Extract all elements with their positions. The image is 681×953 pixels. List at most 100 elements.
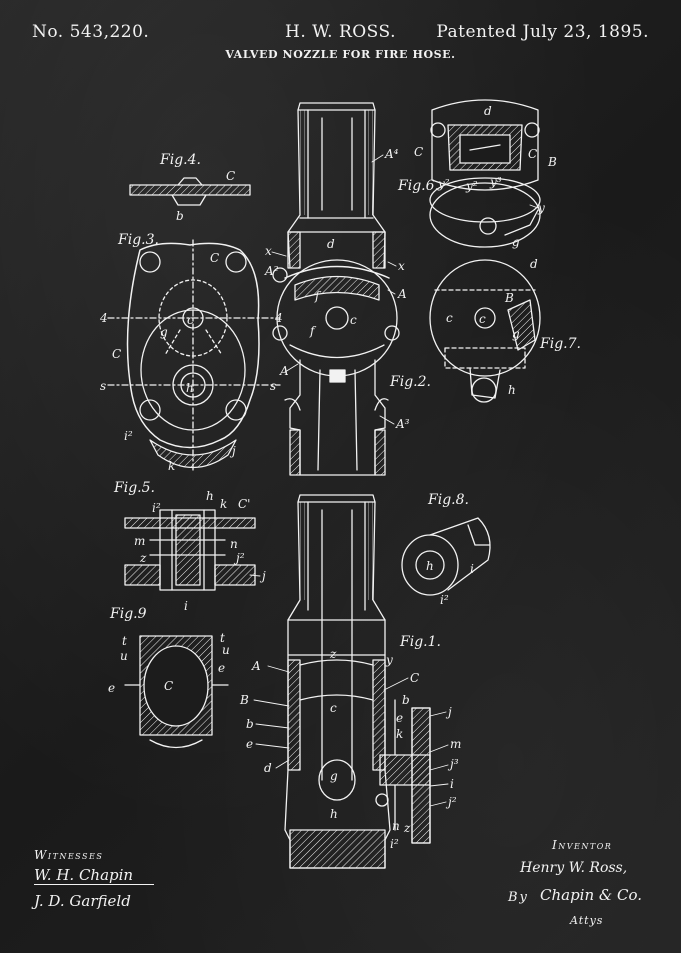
figure-7-drawing — [429, 259, 541, 403]
label-j: j — [229, 444, 236, 458]
label-t: t — [220, 631, 225, 645]
label-d: d — [264, 761, 272, 775]
label-b: b — [402, 693, 410, 707]
label-c: c — [330, 701, 337, 715]
label-i: i — [470, 562, 474, 576]
label-e: e — [108, 681, 115, 695]
label-g: g — [160, 325, 168, 339]
label-c: c — [350, 313, 357, 327]
witnesses-heading: Witnesses — [34, 848, 104, 862]
label-a4: A⁴ — [384, 147, 399, 161]
label-d: d — [530, 257, 538, 271]
label-z: z — [329, 647, 337, 661]
figure-2-drawing — [272, 102, 400, 476]
label-i2: i² — [390, 837, 399, 851]
label-t: t — [122, 634, 127, 648]
label-b: b — [176, 209, 184, 223]
label-g: g — [512, 327, 520, 341]
figure-8-drawing — [401, 517, 491, 596]
label-z: z — [403, 821, 411, 835]
label-a: A — [251, 659, 261, 673]
label-y2: y² — [465, 179, 478, 193]
label-a: A — [279, 364, 289, 378]
label-h: h — [330, 807, 338, 821]
label-b: B — [239, 693, 249, 707]
label-d: d — [327, 237, 335, 251]
label-j: j — [259, 569, 266, 583]
label-e: e — [396, 711, 403, 725]
label-b: B — [504, 291, 514, 305]
label-j2: j² — [445, 795, 457, 809]
label-a3: A³ — [395, 417, 410, 431]
label-j: j — [445, 705, 452, 719]
label-h: h — [206, 489, 214, 503]
by-label: By — [508, 890, 529, 905]
signature-line — [34, 884, 154, 885]
label-y2: y² — [437, 177, 450, 191]
label-g: g — [330, 769, 338, 783]
witness-signature-2: J. D. Garfield — [34, 892, 131, 910]
label-a: A — [397, 287, 407, 301]
label-i: i — [450, 777, 454, 791]
label-c: C — [210, 251, 219, 265]
label-c: C — [410, 671, 419, 685]
label-s: s — [100, 379, 106, 393]
label-i: i — [184, 599, 188, 613]
fig7-caption: Fig.7. — [539, 336, 581, 352]
fig1-caption: Fig.1. — [399, 634, 441, 650]
inventor-signature: Henry W. Ross, — [520, 860, 628, 876]
label-x: x — [398, 259, 405, 273]
figure-1-drawing — [284, 494, 431, 869]
label-c: C — [164, 679, 173, 693]
patent-title: VALVED NOZZLE FOR FIRE HOSE. — [225, 48, 456, 61]
label-m: m — [134, 534, 145, 548]
label-e: e — [218, 661, 225, 675]
label-f: f — [314, 289, 322, 303]
label-e: e — [246, 737, 253, 751]
label-g: g — [512, 235, 520, 249]
label-u: u — [120, 649, 128, 663]
label-k: k — [396, 727, 403, 741]
label-c: C — [414, 145, 423, 159]
label-c: C — [528, 147, 537, 161]
label-s: s — [270, 379, 276, 393]
label-c: c — [187, 313, 194, 327]
label-b: B — [547, 155, 557, 169]
label-c-prime: C' — [238, 497, 250, 511]
fig3-caption: Fig.3. — [117, 232, 159, 248]
label-n: n — [230, 537, 238, 551]
fig8-caption: Fig.8. — [427, 492, 469, 508]
label-4: 4 — [274, 311, 283, 325]
label-b: b — [246, 717, 254, 731]
attys-label: Attys — [570, 914, 604, 927]
figure-6-drawing — [429, 99, 541, 248]
label-y: y — [385, 653, 393, 667]
fig4-caption: Fig.4. — [159, 152, 201, 168]
label-i2: i² — [440, 593, 449, 607]
figure-5-drawing — [124, 509, 256, 591]
label-k: k — [220, 497, 227, 511]
label-y3: y³ — [489, 175, 502, 189]
label-i2: i² — [124, 429, 133, 443]
fig2-caption: Fig.2. — [389, 374, 431, 390]
inventor-heading: Inventor — [552, 838, 613, 852]
label-h: h — [508, 383, 516, 397]
fig6-caption: Fig.6. — [397, 178, 439, 194]
label-j3: j³ — [447, 757, 459, 771]
patent-date: Patented July 23, 1895. — [436, 22, 649, 42]
leader-lines — [249, 154, 539, 807]
label-c: c — [479, 312, 486, 326]
label-c: C — [226, 169, 235, 183]
label-4: 4 — [99, 311, 108, 325]
label-j2: j² — [233, 551, 245, 565]
inventor-name: H. W. ROSS. — [285, 22, 396, 42]
label-f: f — [309, 324, 317, 338]
fig5-caption: Fig.5. — [113, 480, 155, 496]
label-a2: A² — [264, 264, 279, 278]
label-n: n — [392, 819, 400, 833]
label-c: c — [446, 311, 453, 325]
label-u: u — [222, 643, 230, 657]
label-m: m — [450, 737, 461, 751]
